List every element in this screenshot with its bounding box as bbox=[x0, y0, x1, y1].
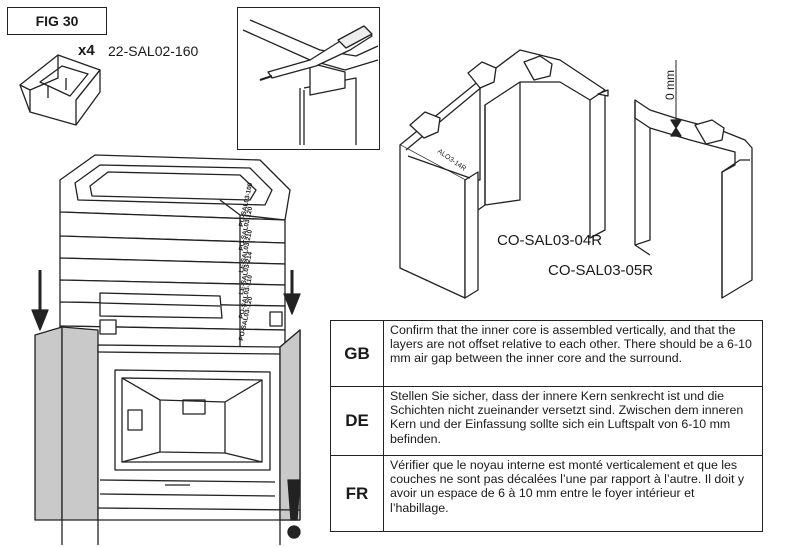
surround-panel-co-sal03-04r bbox=[399, 49, 609, 299]
instruction-text-gb: Confirm that the inner core is assembled… bbox=[383, 320, 763, 387]
part-code: 22-SAL02-160 bbox=[108, 43, 199, 59]
warning-exclamation-icon bbox=[287, 479, 301, 539]
stove-surround bbox=[34, 326, 301, 545]
language-code-de: DE bbox=[330, 386, 384, 456]
gap-dimension-label: 0 mm bbox=[663, 70, 677, 100]
bracket-part-icon bbox=[19, 54, 101, 126]
language-code-fr: FR bbox=[330, 455, 384, 532]
down-arrow-icon bbox=[283, 270, 301, 315]
surround-panel-co-sal03-05r bbox=[634, 60, 753, 299]
figure-label: FIG 30 bbox=[7, 7, 107, 35]
instruction-text-fr: Vérifier que le noyau interne est monté … bbox=[383, 455, 763, 532]
part-quantity: x4 bbox=[78, 42, 95, 59]
instruction-text-de: Stellen Sie sicher, dass der innere Kern… bbox=[383, 386, 763, 456]
detail-inset-frame bbox=[237, 7, 380, 150]
instructions-table: GB Confirm that the inner core is assemb… bbox=[330, 320, 763, 532]
instruction-row-de: DE Stellen Sie sicher, dass der innere K… bbox=[330, 386, 763, 456]
language-code-gb: GB bbox=[330, 320, 384, 387]
instruction-row-gb: GB Confirm that the inner core is assemb… bbox=[330, 320, 763, 387]
part-label-co-sal03-05r: CO-SAL03-05R bbox=[548, 262, 654, 279]
instruction-row-fr: FR Vérifier que le noyau interne est mon… bbox=[330, 455, 763, 532]
part-label-co-sal03-04r: CO-SAL03-04R bbox=[497, 232, 603, 249]
down-arrow-icon bbox=[31, 270, 49, 331]
screwdriver-detail-illustration bbox=[242, 19, 379, 145]
